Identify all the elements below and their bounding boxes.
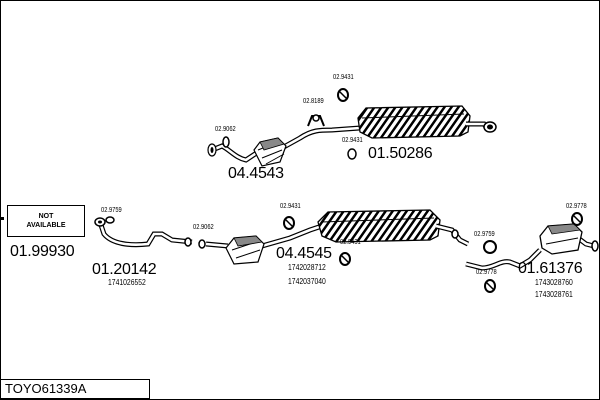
rear-tail-flange — [591, 240, 599, 252]
front-pipe-clamps — [105, 216, 206, 249]
front-pipe-ref: 1741026552 — [108, 278, 146, 287]
front-pipe-clamp-label: 02.9759 — [101, 207, 122, 214]
rear-silencer — [539, 223, 583, 255]
top-clamp-b-label: 02.8189 — [303, 98, 324, 105]
right-code: 01.61376 — [518, 260, 583, 277]
mid-clamp-b-label: 02.9431 — [340, 239, 361, 246]
right-clamp-a-label: 02.9778 — [566, 203, 587, 210]
top-clamp-a-label: 02.9431 — [333, 74, 354, 81]
top-clamp-c — [222, 136, 230, 148]
mid-ref-1: 1742028712 — [288, 263, 326, 272]
not-available-box: NOT AVAILABLE — [7, 205, 85, 237]
front-pipe-code: 01.20142 — [92, 261, 157, 278]
front-pipe-flange — [94, 217, 106, 227]
top-hanger-a — [337, 88, 349, 102]
mid-clamp-a-label: 02.9431 — [280, 203, 301, 210]
diagram-title: TOYO61339A — [0, 379, 150, 399]
not-available-line1: NOT — [38, 213, 54, 220]
mid-catalytic-converter — [225, 235, 265, 265]
top-muffler — [357, 105, 497, 139]
left-code: 01.99930 — [10, 243, 75, 260]
right-clamp-b-label: 02.9759 — [474, 231, 495, 238]
top-catalyst-code: 04.4543 — [228, 165, 284, 182]
top-clamp-d-label: 02.9431 — [342, 137, 363, 144]
top-catalytic-converter — [253, 137, 287, 167]
top-catalyst-pipe — [211, 125, 361, 163]
mid-hangers — [283, 216, 459, 266]
top-flange — [207, 143, 217, 157]
not-available-line2: AVAILABLE — [26, 222, 66, 229]
right-ref-2: 1743028761 — [535, 290, 573, 299]
right-clamp-c-label: 02.9778 — [476, 269, 497, 276]
cat-clamp-label: 02.9062 — [193, 224, 214, 231]
top-clamp-c-label: 02.9062 — [215, 126, 236, 133]
mid-catalyst-code: 04.4545 — [276, 245, 332, 262]
top-muffler-code: 01.50286 — [368, 145, 433, 162]
right-ref-1: 1743028760 — [535, 278, 573, 287]
rear-hangers — [483, 212, 583, 293]
front-pipe — [97, 221, 193, 248]
edge-marker — [1, 217, 4, 220]
top-clamp-d — [347, 148, 357, 160]
top-hanger-b — [307, 114, 325, 127]
mid-catalyst-pipe — [205, 223, 323, 249]
mid-ref-2: 1742037040 — [288, 277, 326, 286]
